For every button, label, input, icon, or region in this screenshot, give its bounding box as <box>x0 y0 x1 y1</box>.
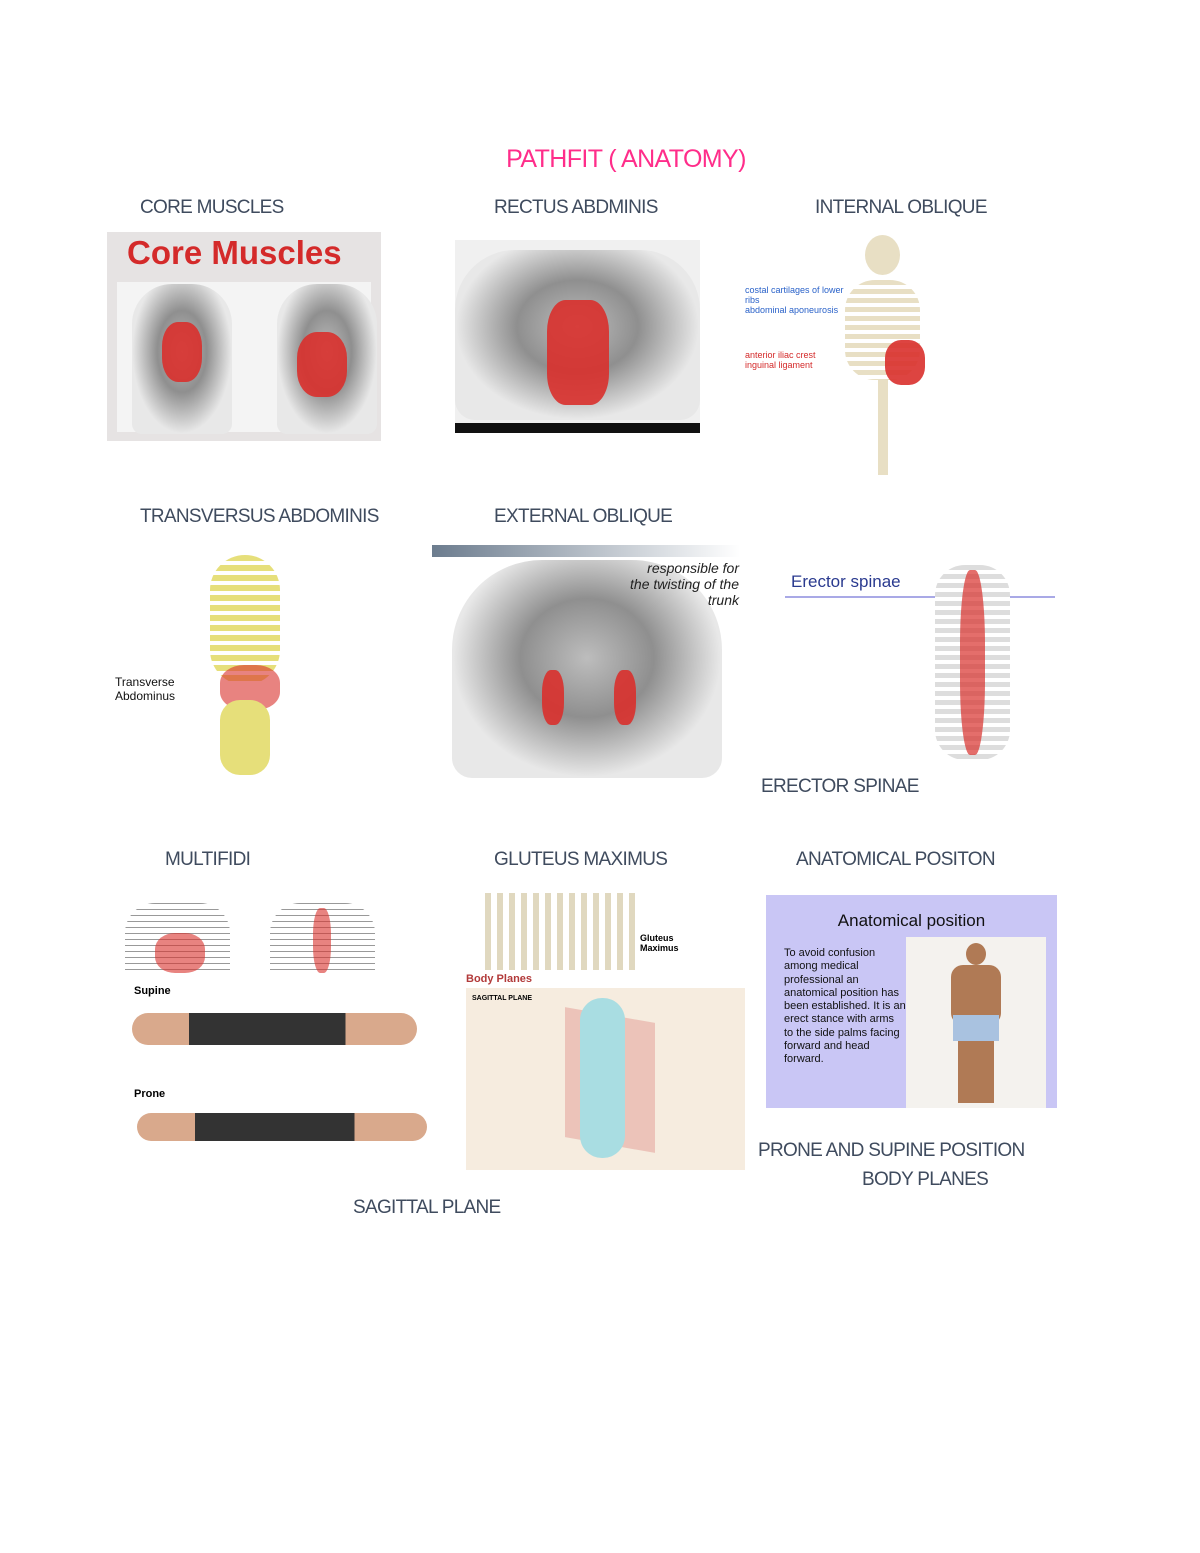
label-multifidi: MULTIFIDI <box>165 849 251 870</box>
label-transversus-abdominis: TRANSVERSUS ABDOMINIS <box>140 506 379 527</box>
erector-spinae-image: Erector spinae <box>785 560 1055 765</box>
label-anatomical-position: ANATOMICAL POSITON <box>796 849 996 870</box>
core-muscles-image: Core Muscles <box>107 232 381 441</box>
external-oblique-caption: responsible for the twisting of the trun… <box>630 560 739 608</box>
gluteus-maximus-image: Gluteus Maximus <box>485 893 690 970</box>
body-planes-image: Body Planes SAGITTAL PLANE <box>460 970 745 1180</box>
label-prone-supine-position: PRONE AND SUPINE POSITION <box>758 1140 1025 1161</box>
anatomical-position-image-title: Anatomical position <box>837 911 986 930</box>
gluteus-caption: Gluteus Maximus <box>640 933 679 953</box>
prone-caption: Prone <box>134 1088 166 1100</box>
rectus-abdominis-image <box>455 240 700 433</box>
prone-supine-image: Supine Prone <box>107 983 440 1160</box>
label-erector-spinae: ERECTOR SPINAE <box>761 776 919 797</box>
anatomical-position-image: Anatomical position To avoid confusion a… <box>766 895 1057 1108</box>
label-gluteus-maximus: GLUTEUS MAXIMUS <box>494 849 668 870</box>
anatomical-position-image-text: To avoid confusion among medical profess… <box>784 947 906 1066</box>
transverse-abdominus-caption: Transverse Abdominus <box>115 675 176 703</box>
sagittal-plane-caption: SAGITTAL PLANE <box>472 995 533 1002</box>
core-muscles-image-title: Core Muscles <box>127 234 342 271</box>
transversus-abdominis-image: Transverse Abdominus <box>110 550 390 780</box>
multifidi-image <box>125 893 380 975</box>
label-internal-oblique: INTERNAL OBLIQUE <box>815 197 988 218</box>
body-planes-caption: Body Planes <box>466 973 533 985</box>
label-rectus-abdominis: RECTUS ABDMINIS <box>494 197 658 218</box>
supine-caption: Supine <box>134 985 171 997</box>
external-oblique-image: responsible for the twisting of the trun… <box>432 545 740 778</box>
label-body-planes: BODY PLANES <box>862 1169 989 1190</box>
label-sagittal-plane: SAGITTAL PLANE <box>353 1197 501 1218</box>
page-title: PATHFIT ( ANATOMY) <box>506 145 746 173</box>
label-external-oblique: EXTERNAL OBLIQUE <box>494 506 673 527</box>
erector-spinae-image-title: Erector spinae <box>791 572 901 591</box>
label-core-muscles: CORE MUSCLES <box>140 197 284 218</box>
